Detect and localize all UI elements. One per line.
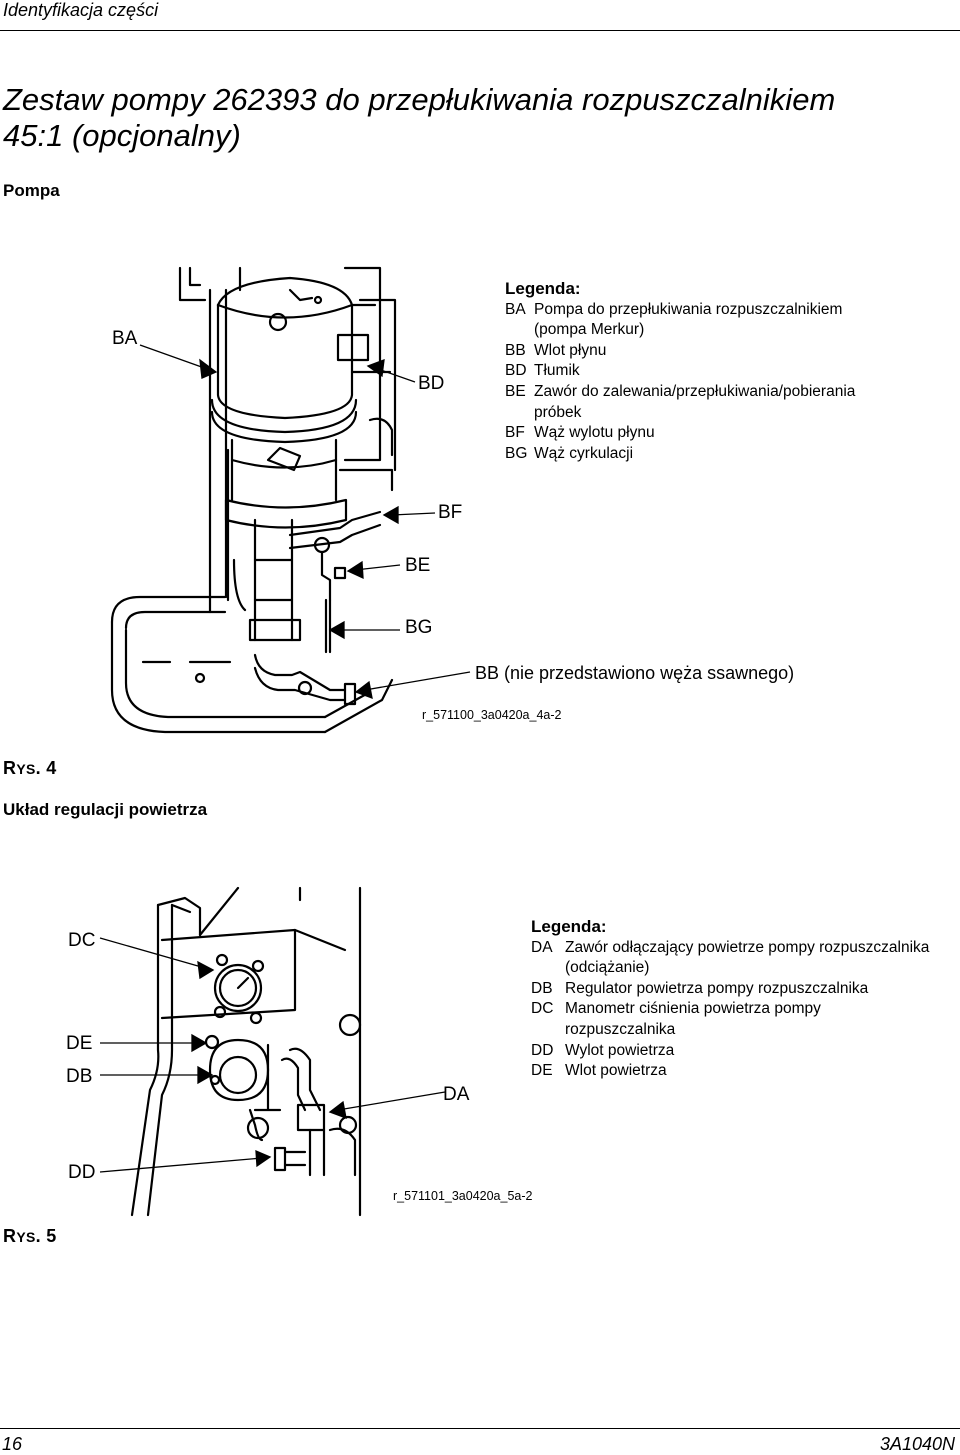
callout-bb: BB (nie przedstawiono węża ssawnego): [475, 663, 795, 683]
figure5-heading: Układ regulacji powietrza: [3, 800, 208, 819]
legend-title: Legenda:: [531, 917, 607, 936]
callout-bd: BD: [418, 373, 445, 394]
callout-db: DB: [66, 1066, 93, 1087]
figure4-ref: r_571100_3a0420a_4a-2: [422, 708, 562, 722]
callout-bg: BG: [405, 617, 433, 638]
callout-de: DE: [66, 1033, 93, 1054]
page-number: 16: [2, 1434, 23, 1454]
figure5-caption: RYS. 5: [3, 1226, 57, 1246]
callout-be: BE: [405, 555, 431, 576]
figure4-heading: Pompa: [3, 181, 60, 200]
callout-dc: DC: [68, 930, 96, 951]
callout-da: DA: [443, 1084, 470, 1105]
figure5-ref: r_571101_3a0420a_5a-2: [393, 1189, 533, 1203]
callout-ba: BA: [112, 328, 138, 349]
legend-title: Legenda:: [505, 279, 581, 298]
document-number: 3A1040N: [879, 1434, 955, 1454]
header-rule: [0, 30, 960, 31]
page-title: Zestaw pompy 262393 do przepłukiwania ro…: [3, 82, 836, 153]
callout-bf: BF: [438, 502, 463, 523]
figure4-caption: RYS. 4: [3, 758, 57, 778]
section-header: Identyfikacja części: [3, 0, 159, 20]
callout-dd: DD: [68, 1162, 96, 1183]
footer-rule: [0, 1428, 960, 1429]
